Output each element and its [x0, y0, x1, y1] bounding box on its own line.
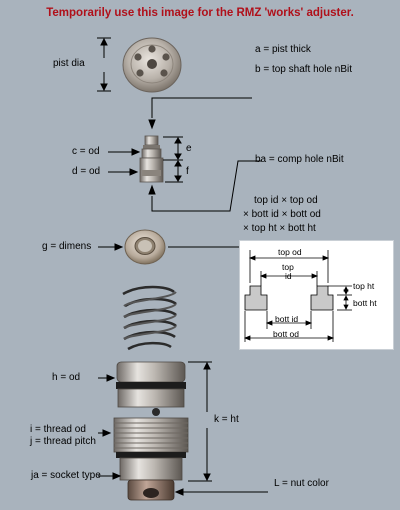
ja-label: ja = socket type [31, 470, 101, 481]
top-id-label-line2: id [285, 271, 292, 281]
washer-part [124, 229, 166, 265]
adjuster-body-part [113, 361, 189, 501]
page-title: Temporarily use this image for the RMZ '… [46, 7, 354, 19]
bott-id-label: bott id [275, 314, 299, 324]
bott-od-label: bott od [273, 329, 299, 339]
b-label: b = top shaft hole nBit [255, 64, 353, 75]
j-label: j = thread pitch [30, 436, 96, 447]
piston-part [122, 37, 182, 93]
e-f-dimension [163, 136, 183, 183]
ba-label: ba = comp hole nBit [255, 154, 344, 165]
spring-part [122, 285, 177, 351]
pist-dia-dimension [97, 37, 111, 92]
washer-dimension-panel: top od top id top ht bott ht bott id bot… [239, 240, 394, 350]
i-label: i = thread od [30, 424, 86, 435]
g-arrow [98, 243, 239, 251]
f-label: f [186, 166, 189, 177]
k-label: k = ht [214, 414, 239, 425]
top-od-label: top od [278, 247, 302, 257]
dimens-legend-line1: top id × top od [254, 195, 318, 206]
g-label: g = dimens [42, 241, 92, 252]
top-shaft-part [139, 135, 164, 183]
d-label: d = od [72, 166, 101, 177]
body-arrows [98, 374, 268, 496]
ba-leader-line [148, 160, 262, 212]
top-ht-label: top ht [353, 281, 375, 291]
c-label: c = od [72, 146, 100, 157]
e-label: e [186, 143, 192, 154]
bott-ht-label: bott ht [353, 298, 377, 308]
a-label: a = pist thick [255, 44, 311, 55]
b-leader-line [148, 97, 252, 130]
dimens-legend-line3: × top ht × bott ht [243, 223, 316, 234]
h-label: h = od [52, 372, 81, 383]
k-dimension [188, 361, 212, 482]
pist-dia-label: pist dia [53, 58, 85, 69]
c-d-arrows [108, 148, 141, 176]
washer-cross-section [243, 250, 352, 342]
l-label: L = nut color [274, 478, 329, 489]
dimens-legend-line2: × bott id × bott od [243, 209, 321, 220]
top-id-label-line1: top [282, 262, 294, 272]
